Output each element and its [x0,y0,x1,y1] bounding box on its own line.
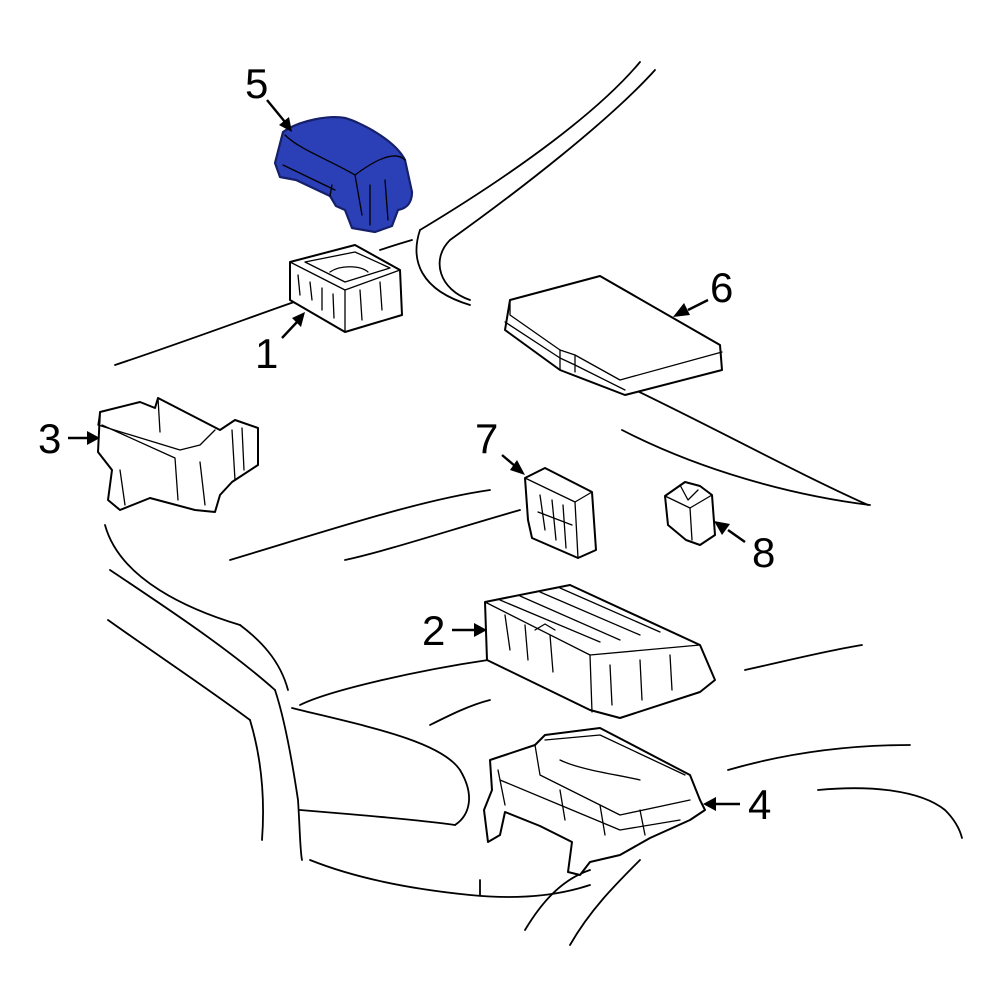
part-4-tray[interactable] [483,727,706,876]
part-2-junction-block[interactable] [484,584,716,719]
callout-7[interactable]: 7 [475,415,498,462]
part-6-fuse-box-lid[interactable] [504,275,723,396]
part-3-bracket[interactable] [97,397,259,513]
callout-labels: 5 1 6 3 7 8 2 4 [38,60,775,828]
callout-2[interactable]: 2 [422,607,445,654]
callout-5[interactable]: 5 [245,60,268,107]
part-1-relay-block[interactable] [289,244,403,333]
part-8-clip[interactable] [664,481,716,546]
callout-4[interactable]: 4 [748,781,771,828]
part-5-cover-highlighted[interactable] [273,116,414,234]
leader-arrows [68,99,746,811]
callout-6[interactable]: 6 [710,264,733,311]
callout-3[interactable]: 3 [38,415,61,462]
part-7-relay-holder[interactable] [524,467,597,559]
callout-8[interactable]: 8 [752,529,775,576]
vehicle-outline [104,61,963,946]
callout-1[interactable]: 1 [255,330,278,377]
